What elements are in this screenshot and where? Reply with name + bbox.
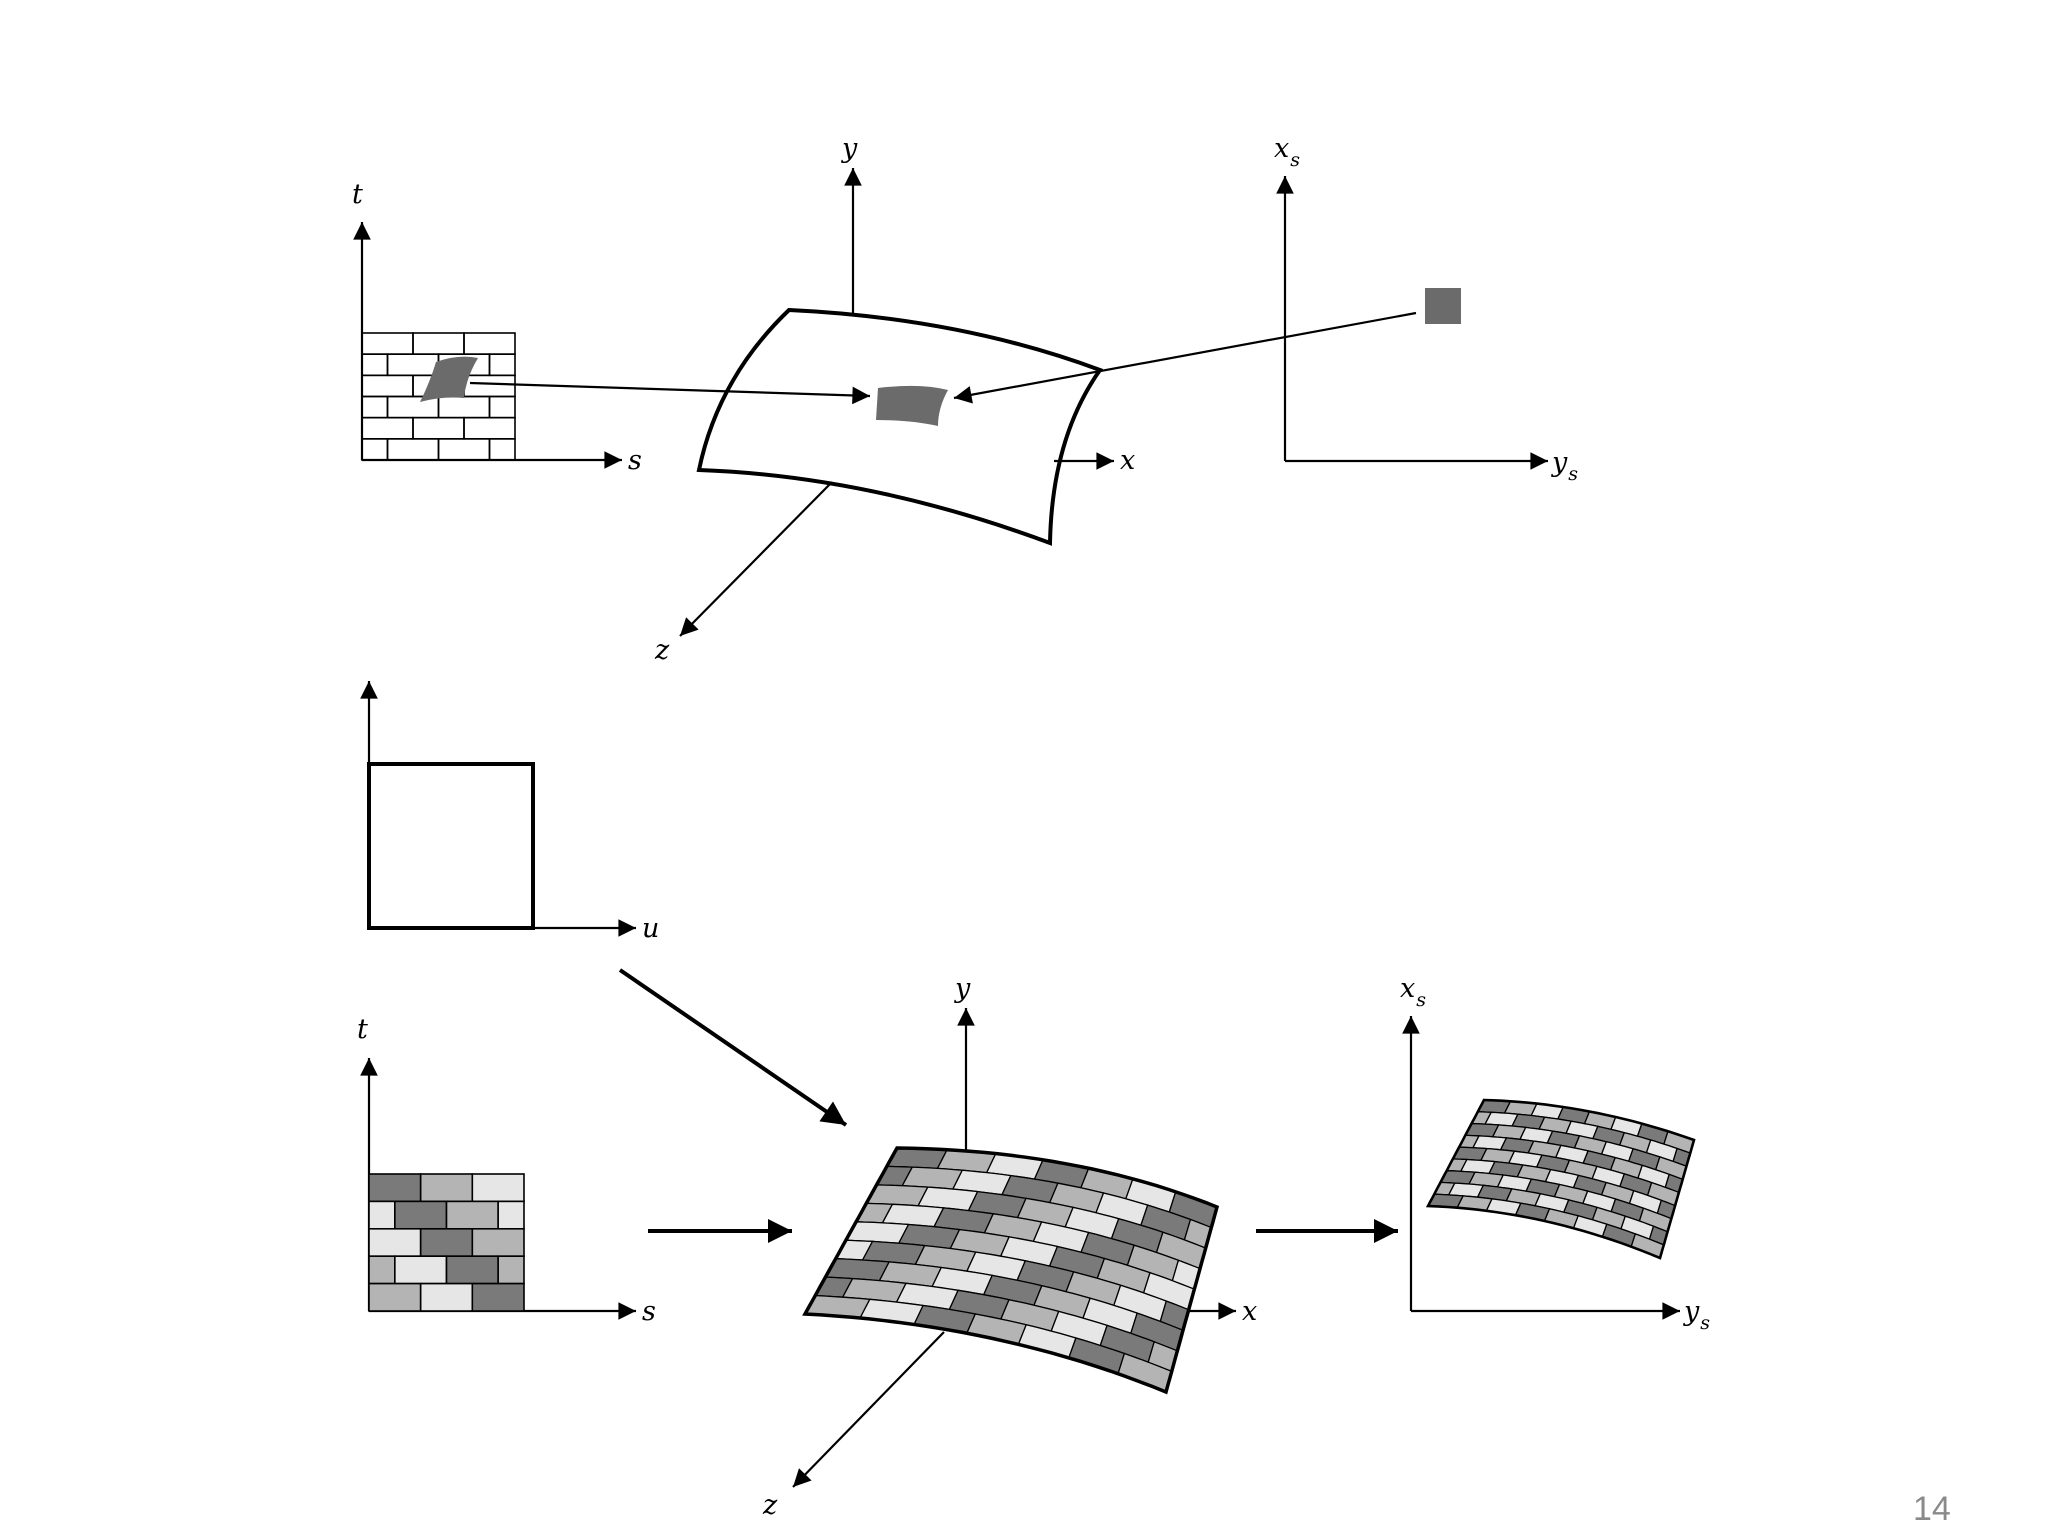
brick xyxy=(361,374,414,398)
brick xyxy=(394,1255,448,1285)
brick xyxy=(361,395,389,419)
brick xyxy=(368,1200,396,1230)
brick xyxy=(386,438,440,461)
brick-texture-shaded xyxy=(368,1173,525,1312)
brick xyxy=(437,395,491,419)
brick xyxy=(361,332,414,355)
top-row: t s y x z xs ys xyxy=(352,133,1578,666)
brick xyxy=(361,416,414,440)
x-axis-label-top: x xyxy=(1120,445,1135,476)
brick xyxy=(368,1228,422,1258)
bottom-row: t s y x z xs ys xyxy=(357,973,1710,1521)
brick xyxy=(394,1200,448,1230)
curved-surface-top xyxy=(696,307,1104,546)
surface-outline xyxy=(802,1146,1220,1395)
x-axis-label-bottom: x xyxy=(1242,1296,1257,1327)
brick xyxy=(361,353,389,377)
brick xyxy=(412,332,465,355)
xs-axis-label-bottom: xs xyxy=(1400,973,1426,1011)
s-axis-label-top: s xyxy=(628,445,642,476)
brick xyxy=(488,353,516,377)
z-axis-bottom xyxy=(792,1331,945,1488)
brick xyxy=(368,1255,396,1285)
z-axis-label-top: z xyxy=(654,635,670,666)
brick xyxy=(445,1200,499,1230)
brick xyxy=(419,1173,474,1203)
y-axis-label-bottom: y xyxy=(954,973,971,1004)
ys-axis-label-top: ys xyxy=(1551,447,1578,485)
bump-map-space: u xyxy=(360,681,848,1127)
brick xyxy=(437,438,491,461)
brick xyxy=(463,416,516,440)
bump-to-surface-arrow xyxy=(618,968,848,1127)
z-axis-label-bottom: z xyxy=(762,1490,778,1521)
textured-surface xyxy=(802,1146,1220,1395)
brick xyxy=(368,1173,422,1203)
y-axis-label-top: y xyxy=(841,133,858,164)
brick xyxy=(386,353,440,377)
unit-square xyxy=(367,762,535,930)
brick xyxy=(497,1200,525,1230)
texture-to-surface-arrow xyxy=(469,381,871,405)
brick xyxy=(471,1228,525,1258)
texture-space-top: t s xyxy=(352,179,642,476)
brick xyxy=(386,395,440,419)
brick xyxy=(368,1282,422,1312)
u-axis-label: u xyxy=(642,913,659,944)
brick xyxy=(488,395,516,419)
brick xyxy=(497,1255,525,1285)
brick xyxy=(419,1228,474,1258)
page-number: 14 xyxy=(1913,1490,1951,1528)
object-space-bottom: y x z xyxy=(762,973,1257,1521)
projected-textured-surface xyxy=(1425,1098,1696,1260)
surface-patch xyxy=(876,385,948,426)
z-axis-top xyxy=(679,481,833,637)
brick xyxy=(412,416,465,440)
screen-space-bottom: xs ys xyxy=(1400,973,1710,1334)
brick xyxy=(471,1282,525,1312)
texture-space-bottom: t s xyxy=(357,1014,656,1327)
brick xyxy=(419,1282,474,1312)
surface-outline xyxy=(1425,1098,1696,1260)
pixel-square xyxy=(1425,288,1461,324)
brick xyxy=(488,438,516,461)
ys-axis-label-bottom: ys xyxy=(1683,1296,1710,1334)
t-axis-label-top: t xyxy=(352,179,363,210)
s-axis-label-bottom: s xyxy=(642,1296,656,1327)
brick xyxy=(463,332,516,355)
texture-patch xyxy=(420,356,478,402)
object-space-top: y x z xyxy=(654,133,1135,666)
brick xyxy=(361,438,389,461)
t-axis-label-bottom: t xyxy=(357,1014,368,1045)
brick xyxy=(471,1173,525,1203)
xs-axis-label-top: xs xyxy=(1274,133,1300,171)
screen-space-top: xs ys xyxy=(1274,133,1578,485)
brick xyxy=(445,1255,499,1285)
pixel-to-surface-arrow xyxy=(953,311,1417,404)
brick xyxy=(463,374,516,398)
